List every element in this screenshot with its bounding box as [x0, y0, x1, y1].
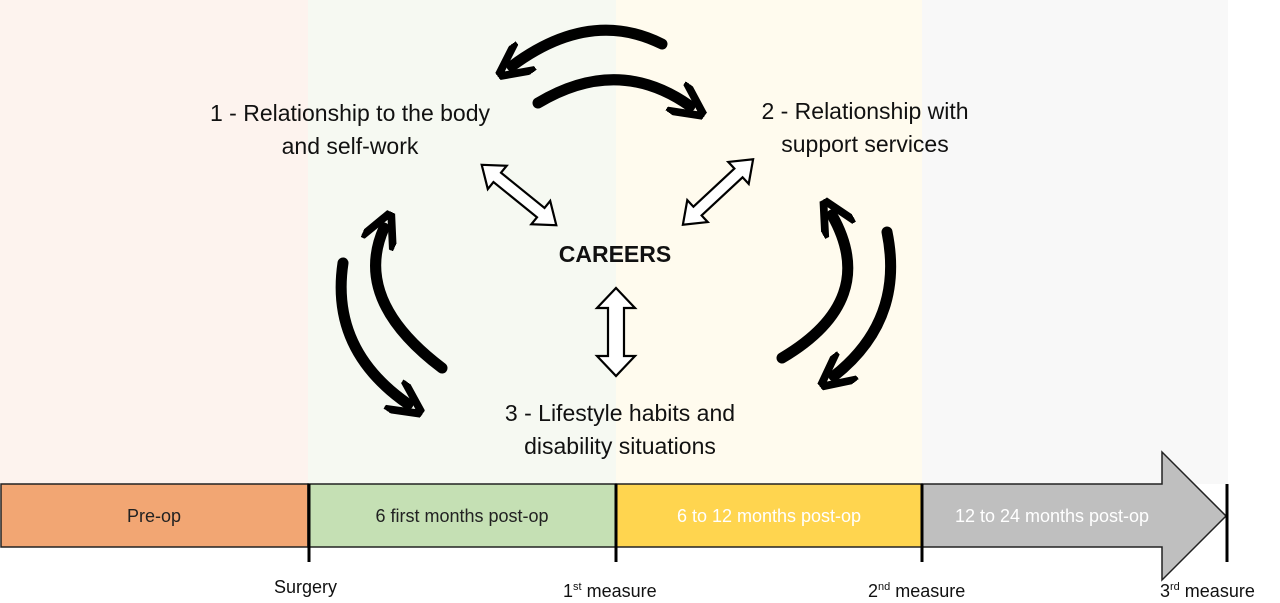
- segment-label-12-months: 6 to 12 months post-op: [676, 506, 862, 526]
- background-band-6-months: [308, 0, 616, 484]
- theme-2-label: 2 - Relationship with support services: [761, 98, 969, 157]
- center-label-careers: CAREERS: [558, 241, 672, 267]
- curved-arrow-top-left: [512, 24, 668, 66]
- timeline-segment-24-months-arrow: [921, 450, 1228, 582]
- tick-label-1st-measure: 1st measure: [563, 581, 657, 601]
- double-arrow-vertical: [594, 286, 638, 378]
- curved-arrow-left-down: [335, 257, 408, 404]
- timeline-segment-preop: [0, 483, 309, 548]
- tick-label-surgery: Surgery: [274, 577, 338, 597]
- timeline-segment-12-months: [615, 483, 923, 548]
- curved-arrow-top-right: [532, 74, 690, 106]
- double-arrow-left-diagonal: [480, 163, 558, 227]
- theme-3-label: 3 - Lifestyle habits and disability situ…: [504, 400, 736, 459]
- tick-label-3rd-measure: 3rd measure: [1160, 581, 1255, 601]
- background-band-24-months: [922, 0, 1228, 484]
- segment-label-6-months: 6 first months post-op: [375, 506, 549, 526]
- background-band-12-months: [616, 0, 922, 484]
- background-band-preop: [0, 0, 308, 484]
- segment-label-24-months: 12 to 24 months post-op: [954, 506, 1150, 526]
- tick-label-2nd-measure: 2nd measure: [868, 581, 966, 601]
- double-arrow-right-diagonal: [681, 158, 755, 226]
- curved-arrow-right-up: [776, 215, 848, 364]
- curved-arrow-left-up: [376, 228, 448, 374]
- curved-arrow-right-down: [834, 226, 897, 376]
- segment-label-preop: Pre-op: [126, 506, 182, 526]
- timeline-segment-6-months: [307, 483, 617, 548]
- theme-1-label: 1 - Relationship to the body and self-wo…: [209, 100, 490, 159]
